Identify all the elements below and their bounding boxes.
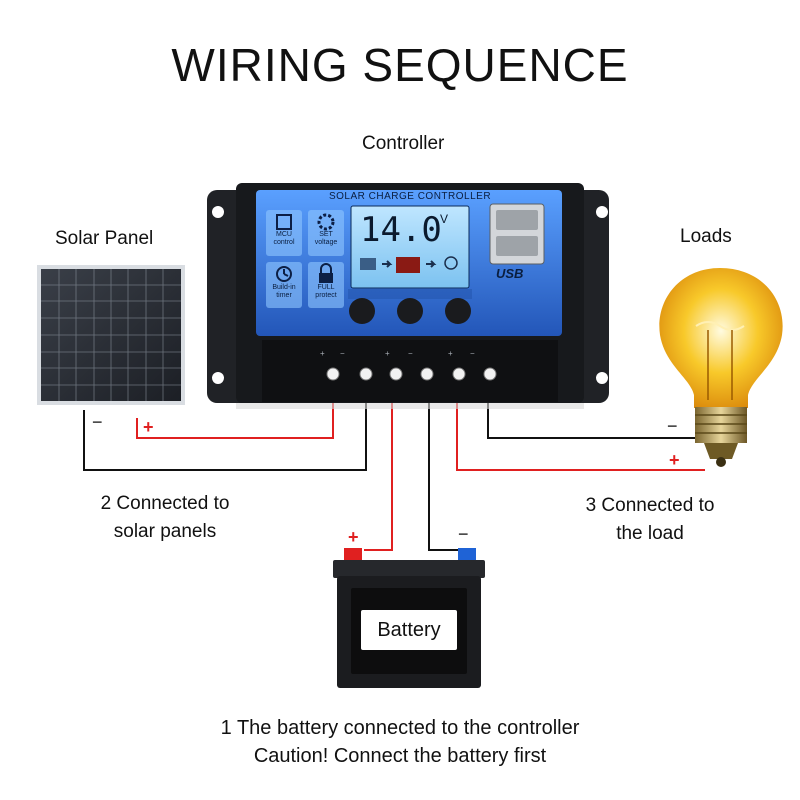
lcd-status-icons — [360, 256, 458, 273]
terminal-solar-positive — [326, 367, 340, 381]
solar-positive-wire — [136, 402, 334, 439]
solar-plus-sign: + — [143, 417, 154, 437]
terminal-load-positive — [452, 367, 466, 381]
clock-timer-icon — [276, 266, 292, 282]
lcd-voltage-readout: 14.0 — [360, 210, 442, 250]
loads-label: Loads — [680, 226, 732, 247]
controller-label: Controller — [362, 133, 445, 154]
terminal-solar-negative — [359, 367, 373, 381]
svg-text:+: + — [448, 349, 453, 358]
solar-minus-sign: − — [92, 412, 103, 432]
padlock-icon — [319, 263, 333, 283]
lcd-panel-icon — [360, 258, 376, 270]
svg-text:+: + — [320, 349, 325, 358]
step-1-caption: 1 The battery connected to the controlle… — [220, 717, 580, 767]
load-plus-sign: + — [669, 450, 680, 470]
battery-unit — [333, 548, 485, 688]
light-bulb — [659, 268, 783, 467]
svg-text:−: − — [408, 349, 413, 358]
terminal-load-negative — [483, 367, 497, 381]
wires — [83, 402, 705, 551]
lcd-bulb-icon — [444, 256, 458, 270]
lcd-voltage-unit: V — [440, 212, 449, 226]
lcd-arrow-icon-2 — [426, 260, 437, 268]
battery-label: Battery — [361, 610, 457, 650]
load-negative-wire — [487, 402, 705, 439]
up-button — [397, 298, 423, 324]
page-title: WIRING SEQUENCE — [171, 39, 629, 91]
svg-text:+: + — [385, 349, 390, 358]
battery-negative-terminal — [458, 548, 476, 562]
solar-panel — [37, 265, 185, 405]
lcd-arrow-icon — [382, 260, 393, 268]
terminal-battery-positive — [389, 367, 403, 381]
solar-panel-label: Solar Panel — [55, 228, 154, 249]
svg-text:−: − — [340, 349, 345, 358]
lcd-battery-icon — [396, 257, 420, 273]
svg-text:−: − — [470, 349, 475, 358]
solar-negative-wire — [83, 402, 367, 471]
controller-header-label: SOLAR CHARGE CONTROLLER — [328, 191, 492, 202]
settings-gear-icon — [317, 213, 335, 231]
battery-positive-terminal — [344, 548, 362, 562]
load-minus-sign: − — [667, 416, 678, 436]
terminal-battery-negative — [420, 367, 434, 381]
menu-button — [349, 298, 375, 324]
charge-controller: + − + − + − — [207, 183, 609, 409]
battery-plus-sign: + — [348, 527, 359, 547]
load-positive-wire — [456, 402, 705, 471]
down-button — [445, 298, 471, 324]
battery-positive-wire — [364, 402, 393, 551]
battery-minus-sign: − — [458, 524, 469, 544]
battery-negative-wire — [428, 402, 460, 551]
mcu-chip-icon — [276, 214, 292, 230]
usb-label: USB — [496, 266, 524, 281]
